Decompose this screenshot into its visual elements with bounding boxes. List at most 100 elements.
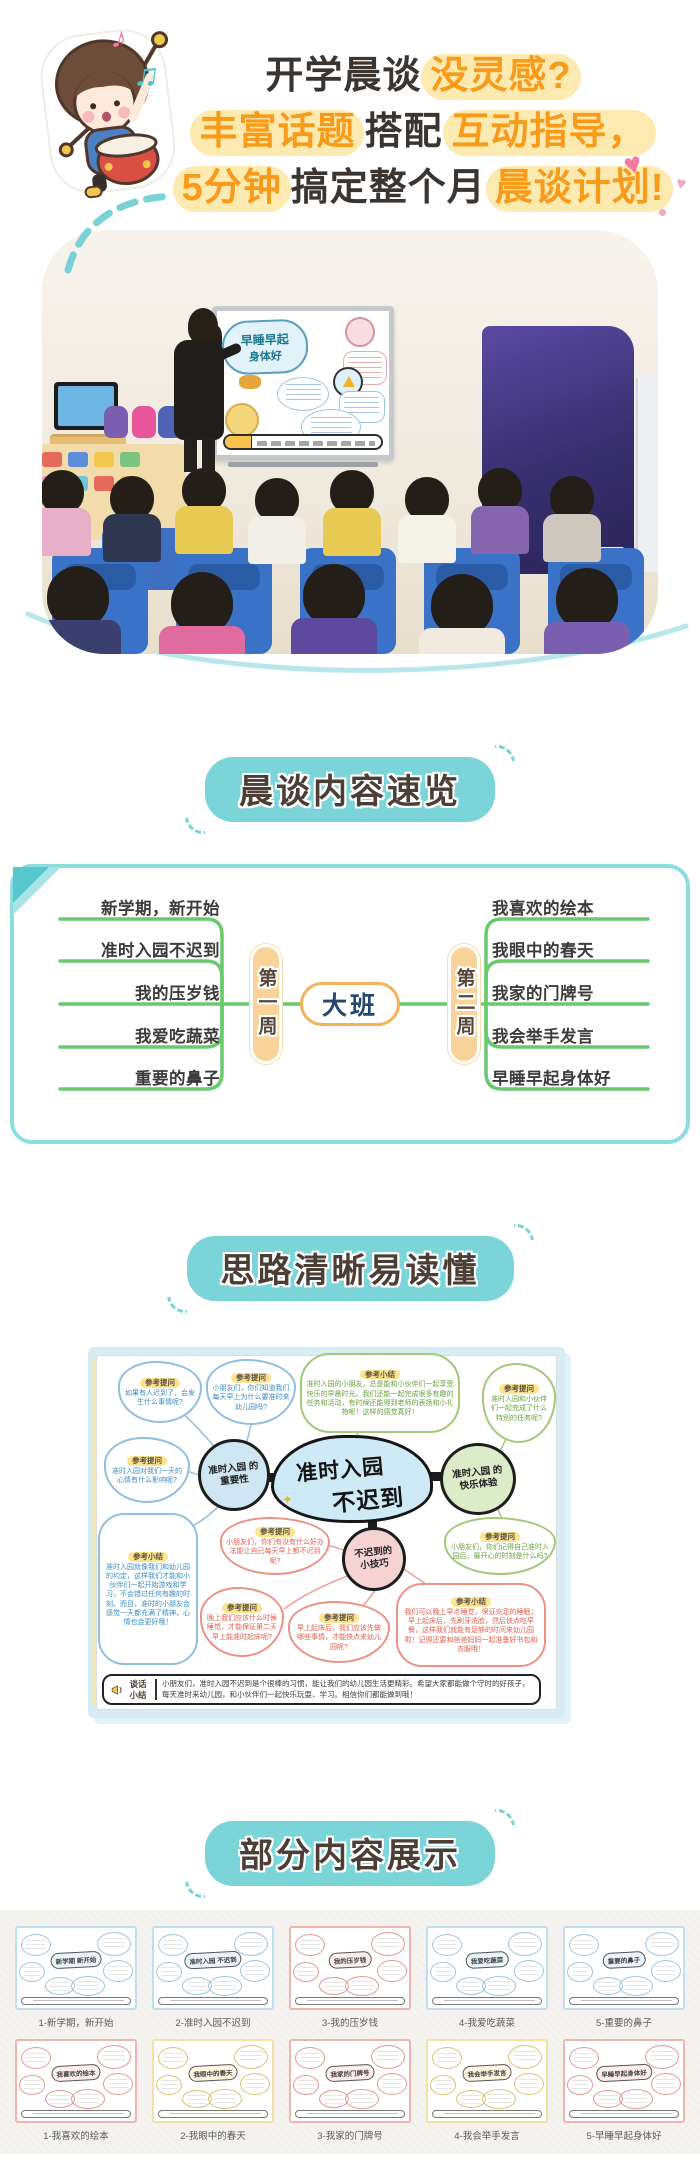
sample-row-week1: 新学期 新开始 1-新学期，新开始 准时入园 不迟到 2-准时入园不迟到 我的压… xyxy=(8,1926,692,2029)
hero-title-line1: 开学晨谈没灵感? xyxy=(150,44,696,100)
mini-bubble xyxy=(377,2073,407,2095)
mini-bubble xyxy=(645,1932,679,1956)
poster-node-tips: 不迟到的 小技巧 xyxy=(342,1527,406,1591)
dashed-arc-icon xyxy=(471,1801,523,1853)
week2-topic: 早睡早起身体好 xyxy=(492,1070,611,1088)
poster-bubble: 参考小结准时入园的小朋友，总是能和小伙伴们一起享受快乐的早晨时光。我们还能一起完… xyxy=(300,1353,460,1433)
mini-banner xyxy=(21,1997,131,2005)
board-blue-bubble xyxy=(339,391,385,423)
dashed-arc-icon xyxy=(471,737,523,789)
teacher-figure xyxy=(184,438,197,472)
poster-bubble: 参考提问小朋友们，你们记得自己准时入园后，最开心的时刻是什么吗? xyxy=(444,1517,556,1575)
thumbnail-caption: 3-我的压岁钱 xyxy=(322,2018,378,2029)
node-label: 不迟到的 小技巧 xyxy=(353,1545,393,1572)
thumbnail-title: 早睡早起身体好 xyxy=(595,2063,653,2083)
mini-bubble xyxy=(21,2047,51,2069)
mini-banner xyxy=(432,2110,542,2118)
mini-bubble xyxy=(567,1962,593,1982)
thumbnail-caption: 5-早睡早起身体好 xyxy=(586,2131,662,2142)
sample-thumbnail: 我眼中的春天 xyxy=(152,2039,274,2123)
week2-topic: 我喜欢的绘本 xyxy=(492,900,594,918)
mini-bubble xyxy=(619,1976,653,1996)
thumbnail-caption: 4-我爱吃蔬菜 xyxy=(459,2018,515,2029)
node-label: 准时入园 的重要性 xyxy=(207,1460,259,1488)
sample-thumbnail: 准时入园 不迟到 xyxy=(152,1926,274,2010)
mini-bubble xyxy=(482,2089,516,2109)
mini-bubble xyxy=(619,2089,653,2109)
poster-bubble: 参考提问准时入园对我们一天的心情有什么影响呢? xyxy=(104,1437,190,1503)
poster-node-importance: 准时入园 的重要性 xyxy=(198,1439,270,1511)
title-text-highlight: 互动指导， xyxy=(442,110,656,156)
cabinet xyxy=(636,378,658,572)
bubble-text: 准时入园对我们一天的心情有什么影响呢? xyxy=(112,1467,182,1484)
mini-bubble xyxy=(482,1976,516,1996)
week1-label: 第一周 xyxy=(255,968,277,1040)
title-text: 搞定整个月 xyxy=(290,167,486,209)
overview-mindmap-card: 新学期，新开始 准时入园不迟到 我的压岁钱 我爱吃蔬菜 重要的鼻子 我喜欢的绘本… xyxy=(10,864,690,1144)
mini-bubble xyxy=(345,2089,379,2109)
bubble-tag: 参考小结 xyxy=(451,1596,491,1607)
sample-thumbnail: 新学期 新开始 xyxy=(15,1926,137,2010)
poster-bubble: 参考提问小朋友们，你们知道我们每天早上为什么要准时来幼儿园吗? xyxy=(206,1359,296,1425)
poster-paper-edge xyxy=(91,1359,96,1706)
bubble-text: 小朋友们，你们知道我们每天早上为什么要准时来幼儿园吗? xyxy=(212,1385,290,1411)
dashed-arc-icon xyxy=(490,1216,541,1268)
board-bottom-banner xyxy=(223,434,383,450)
mini-banner xyxy=(295,2110,405,2118)
mini-bubble xyxy=(295,2047,325,2069)
heart-dot xyxy=(659,209,666,216)
poster-bubble: 参考提问晚上我们应该什么时候睡觉，才能保证第二天早上能准时起床呢? xyxy=(200,1587,284,1657)
summary-text: 小朋友们，准时入园不迟到是个很棒的习惯，能让我们的幼儿园生活更精彩。希望大家都能… xyxy=(162,1679,530,1699)
mini-bubble xyxy=(71,1976,105,1996)
dashed-arc-decoration xyxy=(64,192,176,274)
mini-bubble xyxy=(19,1962,45,1982)
mini-bubble xyxy=(97,2045,131,2069)
node-label: 准时入园 的快乐体验 xyxy=(451,1464,503,1492)
mini-banner xyxy=(158,1997,268,2005)
title-text-highlight: 没灵感? xyxy=(421,54,581,100)
sample-grid-section: 新学期 新开始 1-新学期，新开始 准时入园 不迟到 2-准时入园不迟到 我的压… xyxy=(0,1910,700,2154)
sample-cell: 我会举手发言 4-我会举手发言 xyxy=(426,2039,548,2142)
mini-bubble xyxy=(158,2047,188,2069)
board-blue-bubble xyxy=(277,377,329,411)
week2-topic: 我眼中的春天 xyxy=(492,942,594,960)
bubble-text: 小朋友们，你们记得自己准时入园后，最开心的时刻是什么吗? xyxy=(451,1543,549,1560)
poster-bubble: 参考提问准时入园和小伙伴们一起完成了什么特别的任务呢? xyxy=(482,1363,556,1443)
heart-icon: ♥ xyxy=(674,173,688,194)
board-yellow-circle xyxy=(225,403,259,437)
mini-bubble xyxy=(651,2073,681,2095)
bubble-text: 准时入园就像我们和幼儿园的约定，这样我们才能和小伙伴们一起开始游戏和学习，不会错… xyxy=(106,1563,190,1627)
mini-bubble xyxy=(19,2075,45,2095)
mini-bubble xyxy=(208,2089,242,2109)
title-text-highlight: 丰富话题 xyxy=(190,110,365,156)
mini-bubble xyxy=(651,1960,681,1982)
mini-bubble xyxy=(645,2045,679,2069)
mini-bubble xyxy=(432,1934,462,1956)
mini-banner xyxy=(569,2110,679,2118)
title-text-highlight: 5分钟 xyxy=(172,166,291,212)
mini-bubble xyxy=(103,2073,133,2095)
mini-bubble xyxy=(97,1932,131,1956)
board-title: 早睡早起 xyxy=(240,331,289,348)
sample-thumbnail: 我爱吃蔬菜 xyxy=(426,1926,548,2010)
mini-bubble xyxy=(156,2075,182,2095)
mini-bubble xyxy=(371,2045,405,2069)
mini-banner xyxy=(158,2110,268,2118)
mini-bubble xyxy=(569,1934,599,1956)
week1-branch-pill: 第一周 xyxy=(250,944,282,1064)
thumbnail-caption: 1-新学期，新开始 xyxy=(38,2018,114,2029)
bubble-tag: 参考提问 xyxy=(231,1373,271,1384)
week1-topic: 我爱吃蔬菜 xyxy=(135,1028,220,1046)
dashed-arc-icon xyxy=(159,1269,210,1321)
thumbnail-caption: 5-重要的鼻子 xyxy=(596,2018,652,2029)
poster-bubble: 参考小结我们可以晚上早点睡觉，保证充足的睡眠；早上起床后，先刷牙洗脸，然后快点吃… xyxy=(396,1583,546,1667)
mini-bubble xyxy=(158,1934,188,1956)
bubble-tag: 参考提问 xyxy=(127,1455,167,1466)
mini-bubble xyxy=(208,1976,242,1996)
mini-bubble xyxy=(514,1960,544,1982)
classroom-photo-section: 早睡早起 身体好 xyxy=(25,192,689,673)
poster-bubble: 参考提问早上起床后，我们应该先做哪些事情，才能快点来幼儿园呢? xyxy=(288,1601,390,1663)
thumbnail-title: 我的压岁钱 xyxy=(328,1950,372,1970)
week2-branch-pill: 第二周 xyxy=(448,944,480,1064)
title-text: 搭配 xyxy=(364,111,443,153)
